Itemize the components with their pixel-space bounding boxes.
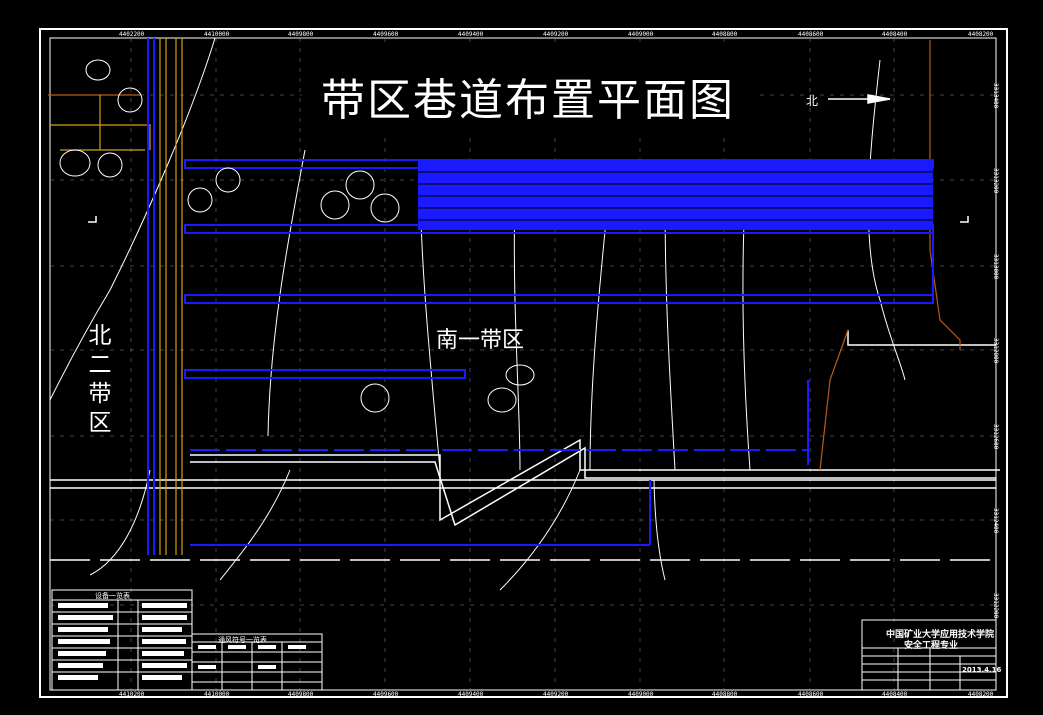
coordinate-label: 4409200	[543, 691, 569, 698]
title-block-org-2: 安全工程专业	[904, 641, 959, 651]
coordinate-label: 4408800	[712, 691, 738, 698]
coordinate-label: 4402200	[119, 31, 145, 38]
coordinate-label: 3313200	[992, 168, 999, 194]
coordinate-label: 4408800	[712, 31, 738, 38]
coordinate-label: 4409200	[543, 31, 569, 38]
coordinate-label: 3313400	[992, 83, 999, 109]
ventilation-legend-heading: 通风符号一览表	[218, 636, 267, 644]
equipment-legend-table	[51, 589, 323, 691]
coordinate-label: 4410200	[119, 691, 145, 698]
title-block-org-1: 中国矿业大学应用技术学院	[886, 630, 995, 640]
coordinate-label: 4409000	[628, 691, 654, 698]
coordinate-label: 4409400	[458, 31, 484, 38]
coordinate-label: 4408200	[968, 31, 994, 38]
coordinate-label: 3312800	[992, 338, 999, 364]
zone-label-north2: 北 二 带 区	[84, 322, 116, 438]
coordinate-label: 4408600	[798, 31, 824, 38]
outer-frame	[39, 28, 1008, 698]
coordinate-label: 3312200	[992, 593, 999, 619]
coordinate-label: 4410000	[204, 31, 230, 38]
coordinate-label: 3312400	[992, 508, 999, 534]
coordinate-label: 4409400	[458, 691, 484, 698]
equipment-callouts	[59, 59, 535, 413]
coordinate-label: 4408400	[882, 691, 908, 698]
coordinate-label: 4409800	[288, 691, 314, 698]
coordinate-label: 4409000	[628, 31, 654, 38]
title-block	[861, 619, 997, 691]
zone-char: 区	[88, 410, 112, 436]
inner-frame	[49, 37, 997, 691]
zone-char: 北	[88, 323, 112, 349]
coordinate-label: 4409600	[373, 691, 399, 698]
legend-cell-fills	[58, 603, 306, 680]
north-label: 北	[806, 94, 819, 108]
zone-char: 带	[88, 381, 112, 407]
coordinate-label: 4408200	[968, 691, 994, 698]
coordinate-label: 4409600	[373, 31, 399, 38]
coordinate-label: 4409800	[288, 31, 314, 38]
coordinate-label: 3313000	[992, 254, 999, 280]
drawing-title: 带区巷道布置平面图	[321, 75, 735, 126]
legend-heading: 设备一览表	[95, 592, 130, 600]
coordinate-label: 4408600	[798, 691, 824, 698]
title-box: 带区巷道布置平面图	[302, 44, 754, 136]
zone-label-south1: 南一带区	[436, 328, 525, 353]
zone-char: 二	[88, 352, 112, 378]
main-shafts	[50, 38, 183, 555]
panel-boundary	[50, 330, 1000, 561]
coordinate-label: 3312600	[992, 424, 999, 450]
title-block-date: 2013.4.16	[962, 666, 1002, 674]
north-arrow-icon	[828, 94, 891, 104]
working-face	[418, 160, 933, 230]
coordinate-label: 4410000	[204, 691, 230, 698]
coordinate-label: 4408400	[882, 31, 908, 38]
section-markers	[88, 216, 969, 223]
